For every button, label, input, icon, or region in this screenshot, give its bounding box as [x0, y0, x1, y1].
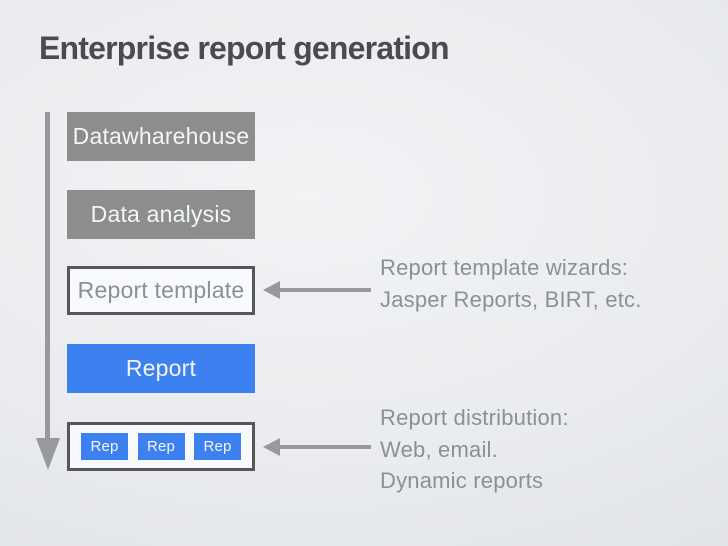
annotation-line: Dynamic reports — [380, 468, 544, 493]
annotation-arrow-head-icon — [263, 281, 280, 299]
step-report-distribution-box: Rep Rep Rep — [67, 422, 255, 471]
report-chip: Rep — [81, 433, 128, 460]
annotation-arrow-line — [280, 288, 371, 292]
step-report-template-label: Report template — [77, 277, 245, 303]
flow-down-arrow-line — [45, 112, 50, 438]
annotation-arrow-line — [280, 445, 371, 449]
annotation-template-wizards: Report template wizards: Jasper Reports,… — [380, 252, 642, 315]
step-data-analysis-label: Data analysis — [90, 201, 232, 227]
report-chip: Rep — [194, 433, 241, 460]
step-report-template-box: Report template — [67, 266, 255, 315]
annotation-line: Report distribution: — [380, 405, 569, 430]
annotation-arrow-head-icon — [263, 438, 280, 456]
step-data-analysis-box: Data analysis — [67, 190, 255, 239]
annotation-report-distribution: Report distribution: Web, email. Dynamic… — [380, 402, 569, 497]
step-report-box: Report — [67, 344, 255, 393]
annotation-line: Report template wizards: — [380, 255, 629, 280]
annotation-line: Web, email. — [380, 436, 498, 462]
step-report-label: Report — [125, 355, 197, 381]
step-datawarehouse-label: Datawharehouse — [72, 123, 250, 149]
annotation-line: Jasper Reports, BIRT, etc. — [380, 286, 642, 312]
flow-down-arrow-head-icon — [36, 438, 60, 470]
step-datawarehouse-box: Datawharehouse — [67, 112, 255, 161]
slide-title: Enterprise report generation — [39, 30, 450, 66]
report-chip: Rep — [137, 433, 185, 460]
